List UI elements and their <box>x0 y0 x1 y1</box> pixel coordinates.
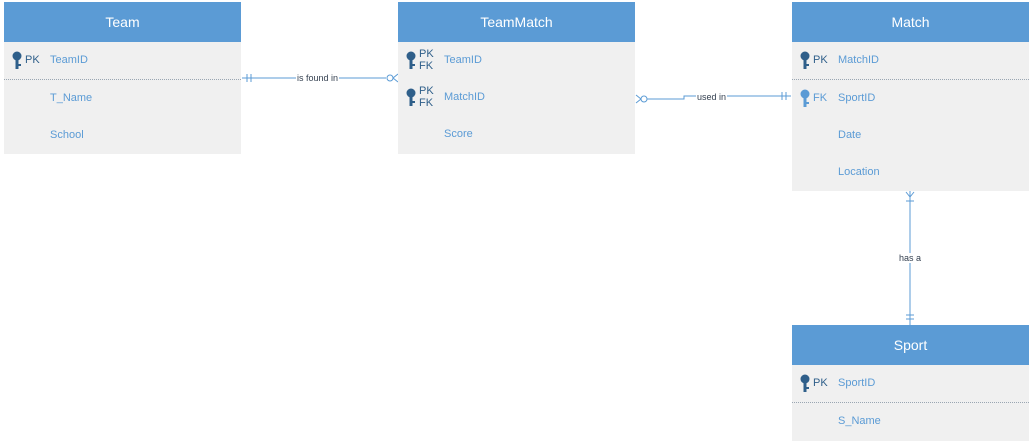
field-row: S_Name <box>792 403 1029 440</box>
entity-teammatch[interactable]: TeamMatch PK FK TeamID PK FK MatchID Sco… <box>398 2 635 154</box>
pk-label: PK <box>419 48 434 60</box>
key-icon <box>406 88 416 106</box>
field-row: PK TeamID <box>4 42 241 80</box>
field-row: PK SportID <box>792 365 1029 403</box>
key-icon <box>800 51 810 69</box>
crowfoot <box>392 77 399 83</box>
field-row: T_Name <box>4 80 241 117</box>
crowfoot <box>635 94 642 100</box>
field-name: MatchID <box>444 91 485 103</box>
key-label: PK <box>813 54 828 66</box>
field-row: Date <box>792 117 1029 154</box>
fk-label: FK <box>419 97 434 109</box>
field-name: MatchID <box>838 54 879 66</box>
entity-title: Match <box>792 2 1029 42</box>
pk-label: PK <box>419 85 434 97</box>
entity-team[interactable]: Team PK TeamID T_Name School <box>4 2 241 154</box>
field-name: SportID <box>838 377 876 389</box>
field-name: Score <box>444 128 473 140</box>
field-row: PK FK TeamID <box>398 42 635 79</box>
key-icon <box>12 51 22 69</box>
field-row: PK FK MatchID <box>398 79 635 116</box>
field-row: FK SportID <box>792 80 1029 117</box>
key-label: FK <box>813 92 828 104</box>
key-icon <box>800 89 810 107</box>
field-name: TeamID <box>50 54 88 66</box>
zero-marker <box>386 74 394 82</box>
field-name: Date <box>838 129 862 141</box>
crowfoot <box>905 191 911 198</box>
field-name: T_Name <box>50 92 93 104</box>
crowfoot <box>392 73 399 79</box>
entity-title: Sport <box>792 325 1029 365</box>
entity-title: Team <box>4 2 241 42</box>
rel-label-match-sport: has a <box>898 253 923 263</box>
key-icon <box>406 51 416 69</box>
key-label: PK FK <box>419 85 434 109</box>
key-label: PK <box>25 54 40 66</box>
fk-label: FK <box>419 60 434 72</box>
field-row: PK MatchID <box>792 42 1029 80</box>
field-name: SportID <box>838 92 876 104</box>
entity-match[interactable]: Match PK MatchID FK SportID Date Locatio… <box>792 2 1029 191</box>
field-row: Score <box>398 116 635 153</box>
field-row: Location <box>792 154 1029 191</box>
rel-label-team-teammatch: is found in <box>296 73 340 83</box>
rel-line-teammatch-match <box>646 95 791 100</box>
entity-title: TeamMatch <box>398 2 635 42</box>
field-row: School <box>4 117 241 154</box>
crowfoot <box>635 98 642 104</box>
rel-label-teammatch-match: used in <box>696 92 728 102</box>
entity-sport[interactable]: Sport PK SportID S_Name <box>792 325 1029 441</box>
key-label: PK FK <box>419 48 434 72</box>
field-name: School <box>50 129 84 141</box>
key-label: PK <box>813 377 828 389</box>
crowfoot <box>909 191 915 198</box>
field-name: TeamID <box>444 54 482 66</box>
field-name: Location <box>838 166 880 178</box>
key-icon <box>800 374 810 392</box>
zero-marker <box>640 95 648 103</box>
field-name: S_Name <box>838 415 881 427</box>
